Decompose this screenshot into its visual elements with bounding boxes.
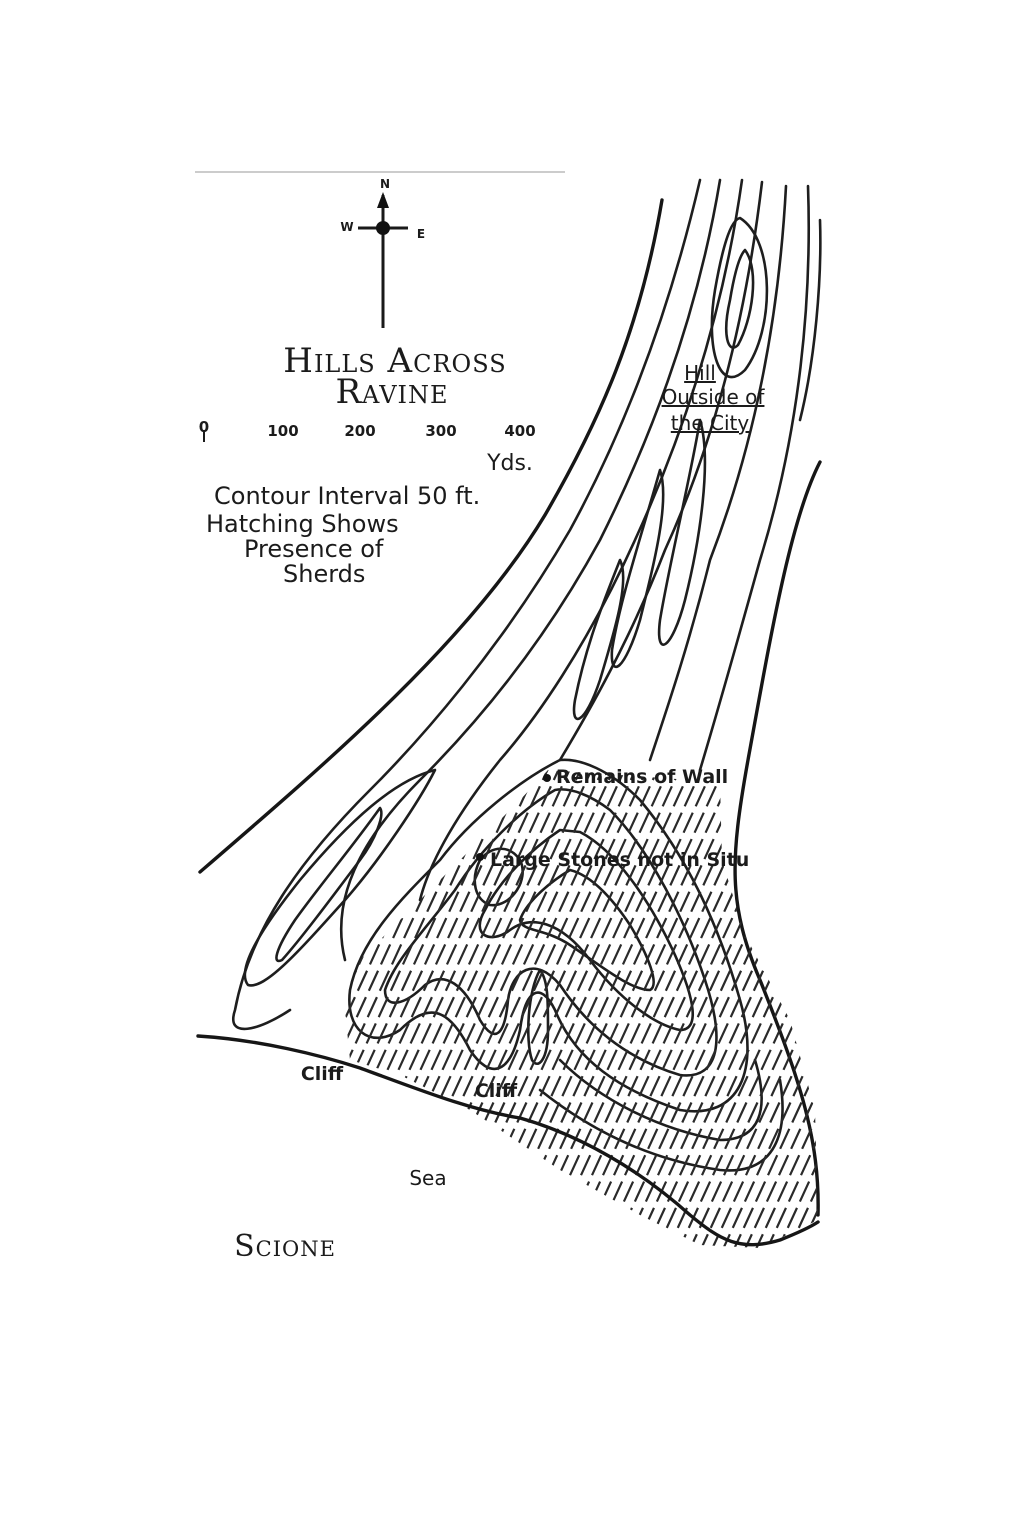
label-hill-line-2: Outside of: [662, 385, 766, 409]
label-place-name: Scione: [234, 1229, 336, 1264]
compass-n-label: N: [380, 177, 390, 191]
compass-rose: N W E: [340, 177, 425, 328]
scale-tick-200: 200: [344, 422, 375, 440]
map-title-line-2: Ravine: [335, 372, 448, 412]
scale-tick-300: 300: [425, 422, 456, 440]
legend-hatching-line-1: Hatching Shows: [206, 510, 399, 538]
coastline: [196, 1034, 820, 1247]
label-cliff-left: Cliff: [301, 1063, 344, 1085]
legend-hatching-line-2: Presence of: [244, 535, 384, 563]
remains-of-wall-marker: [543, 774, 551, 782]
large-stones-marker: [476, 853, 484, 861]
legend-contour-interval: Contour Interval 50 ft.: [214, 482, 480, 510]
compass-w-label: W: [340, 220, 353, 234]
label-hill-line-1: Hill: [684, 361, 716, 385]
label-cliff-right: Cliff: [475, 1080, 518, 1102]
label-large-stones: Large Stones not in Situ: [490, 849, 749, 871]
map-title-line-1: Hills Across: [283, 341, 506, 381]
scale-unit-label: Yds.: [486, 451, 533, 476]
contour-lines: [232, 178, 822, 1172]
scale-tick-400: 400: [504, 422, 535, 440]
scale-tick-100: 100: [267, 422, 298, 440]
compass-e-label: E: [417, 227, 425, 241]
sherd-hatching: [345, 770, 818, 1248]
label-sea: Sea: [409, 1166, 446, 1190]
label-hill-line-3: the City: [671, 411, 750, 435]
legend-hatching-line-3: Sherds: [283, 560, 365, 588]
ridge-outer-edge-east: [733, 460, 822, 1217]
scale-bar: 0 100 200 300 400 Yds.: [199, 418, 536, 476]
compass-center-dot: [376, 221, 390, 235]
scale-tick-0: 0: [199, 418, 209, 436]
label-remains-of-wall: Remains of Wall: [556, 766, 728, 788]
compass-north-arrow-icon: [377, 192, 389, 208]
ridge-outer-edge-west: [198, 198, 664, 874]
